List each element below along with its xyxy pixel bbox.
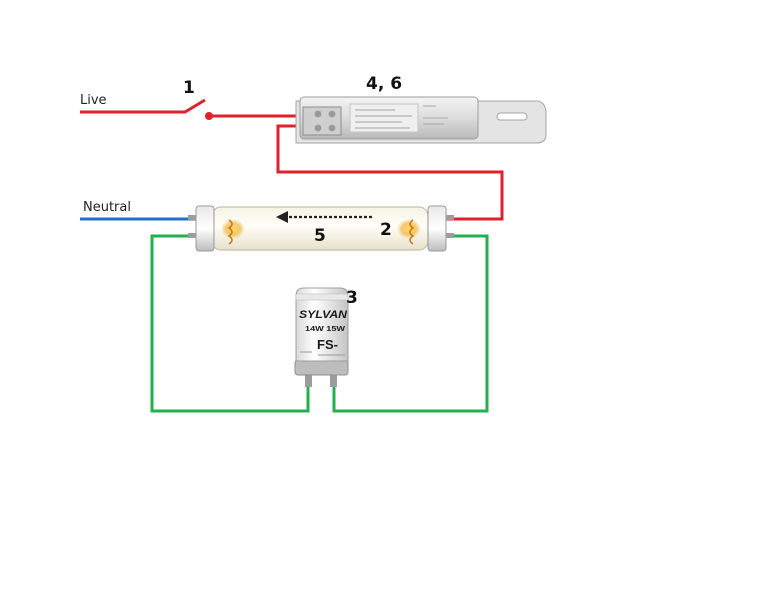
ballast bbox=[295, 96, 547, 144]
cathode-glow-left bbox=[221, 219, 245, 239]
switch-contact bbox=[205, 112, 213, 120]
cathode-number-label: 2 bbox=[380, 220, 392, 240]
filament-left-icon bbox=[227, 219, 233, 245]
arrowhead-left-icon bbox=[276, 211, 288, 223]
starter-base bbox=[294, 359, 349, 376]
switch-number-label: 1 bbox=[183, 78, 195, 98]
live-label: Live bbox=[80, 93, 107, 108]
tube-pins bbox=[188, 215, 454, 238]
filament-right-icon bbox=[409, 219, 415, 245]
terminal-screw bbox=[314, 124, 322, 132]
starter-model: FS- bbox=[317, 337, 338, 352]
starter-circuit-wire bbox=[150, 234, 489, 413]
cathode-glow-right bbox=[397, 219, 421, 239]
starter: SYLVAN 14W 15W FS- bbox=[294, 287, 349, 387]
starter-pin bbox=[330, 371, 337, 387]
starter-number-label: 3 bbox=[346, 288, 358, 308]
ballast-number-label: 4, 6 bbox=[366, 74, 402, 94]
starter-cap-band bbox=[295, 293, 349, 301]
terminal-screw bbox=[328, 110, 336, 118]
ballast-print-lines bbox=[355, 105, 448, 129]
fluorescent-tube bbox=[188, 205, 454, 252]
starter-pin bbox=[305, 371, 312, 387]
tube-end-cap-right bbox=[427, 205, 447, 252]
terminal-screw bbox=[328, 124, 336, 132]
ballast-label-area bbox=[349, 103, 419, 133]
ballast-terminal-block bbox=[302, 106, 342, 136]
arc-number-label: 5 bbox=[314, 226, 326, 246]
neutral-label: Neutral bbox=[83, 200, 131, 215]
terminal-screw bbox=[314, 110, 322, 118]
starter-rating: 14W 15W bbox=[305, 326, 346, 333]
tube-end-cap-left bbox=[195, 205, 215, 252]
live-wire bbox=[80, 98, 504, 221]
ballast-slot bbox=[496, 112, 528, 121]
starter-brand: SYLVAN bbox=[299, 309, 348, 321]
